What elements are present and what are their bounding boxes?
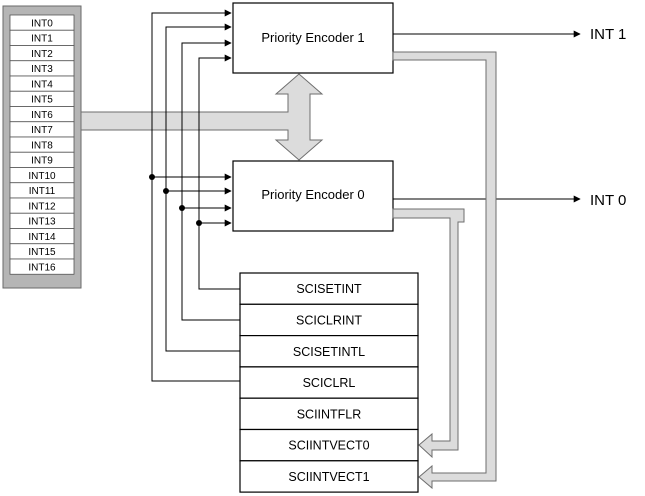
- interrupt-cell: INT9: [9, 151, 75, 168]
- interrupt-cell-label: INT12: [28, 201, 56, 212]
- register-row: SCICLRL: [239, 366, 419, 399]
- interrupt-cell-label: INT4: [31, 79, 53, 90]
- interrupt-cell-label: INT9: [31, 156, 53, 167]
- interrupt-cell-label: INT14: [28, 232, 56, 243]
- interrupt-cell: INT16: [9, 258, 75, 275]
- interrupt-cell-label: INT11: [29, 186, 56, 197]
- output-int0: INT 0: [393, 192, 626, 209]
- interrupt-cell: INT12: [9, 197, 75, 214]
- interrupt-cell-label: INT7: [31, 125, 53, 136]
- register-label: SCICLRINT: [296, 313, 362, 327]
- register-label: SCISETINTL: [293, 345, 365, 359]
- interrupt-cell: INT2: [9, 45, 75, 62]
- priority-encoder-1: Priority Encoder 1: [232, 2, 394, 74]
- interrupt-cell: INT3: [9, 60, 75, 77]
- interrupt-bus: [80, 73, 324, 161]
- interrupt-cell: INT13: [9, 212, 75, 229]
- register-row: SCISETINTL: [239, 335, 419, 368]
- register-row: SCIINTVECT0: [239, 428, 419, 462]
- interrupt-cell: INT15: [9, 243, 75, 260]
- register-label: SCIINTVECT0: [288, 439, 369, 453]
- priority-encoder-1-label: Priority Encoder 1: [261, 30, 364, 45]
- register-label: SCIINTFLR: [297, 407, 362, 421]
- interrupt-cell: INT10: [9, 167, 75, 184]
- interrupt-list-panel: INT0INT1INT2INT3INT4INT5INT6INT7INT8INT9…: [2, 5, 82, 289]
- priority-encoder-0: Priority Encoder 0: [232, 160, 394, 232]
- interrupt-cells: INT0INT1INT2INT3INT4INT5INT6INT7INT8INT9…: [9, 14, 75, 275]
- interrupt-cell-label: INT8: [31, 140, 53, 151]
- interrupt-cell-label: INT0: [31, 18, 53, 29]
- register-file: SCISETINT SCICLRINT SCISETINTL SCICLRL SCIIN…: [239, 272, 419, 493]
- int1-output-label: INT 1: [590, 26, 626, 43]
- interrupt-cell-label: INT16: [28, 262, 56, 273]
- register-row: SCIINTVECT1: [239, 460, 419, 493]
- register-label: SCIINTVECT1: [288, 470, 369, 484]
- interrupt-cell: INT0: [9, 14, 75, 31]
- interrupt-cell: INT7: [9, 121, 75, 138]
- interrupt-cell: INT1: [9, 29, 75, 46]
- priority-encoder-0-label: Priority Encoder 0: [261, 187, 364, 202]
- vector-buses: [392, 51, 497, 490]
- interrupt-cell-label: INT13: [28, 217, 56, 228]
- interrupt-cell-label: INT6: [31, 110, 53, 121]
- interrupt-cell-label: INT3: [31, 64, 53, 75]
- interrupt-cell: INT5: [9, 90, 75, 107]
- register-row: SCIINTFLR: [239, 397, 419, 431]
- output-int1: INT 1: [393, 26, 626, 43]
- interrupt-cell-label: INT2: [31, 49, 53, 60]
- interrupt-cell: INT14: [9, 228, 75, 245]
- register-row: SCICLRINT: [239, 303, 419, 337]
- interrupt-cell-label: INT15: [28, 247, 56, 258]
- interrupt-cell: INT4: [9, 75, 75, 92]
- interrupt-cell: INT11: [9, 182, 75, 199]
- register-label: SCISETINT: [296, 282, 362, 296]
- int0-output-label: INT 0: [590, 192, 626, 209]
- interrupt-cell: INT8: [9, 136, 75, 153]
- register-label: SCICLRL: [303, 376, 356, 390]
- interrupt-cell-label: INT5: [31, 95, 53, 106]
- interrupt-cell-label: INT10: [28, 171, 56, 182]
- register-row: SCISETINT: [239, 272, 419, 305]
- interrupt-cell: INT6: [9, 106, 75, 123]
- interrupt-cell-label: INT1: [31, 34, 53, 45]
- control-wires: [149, 9, 240, 382]
